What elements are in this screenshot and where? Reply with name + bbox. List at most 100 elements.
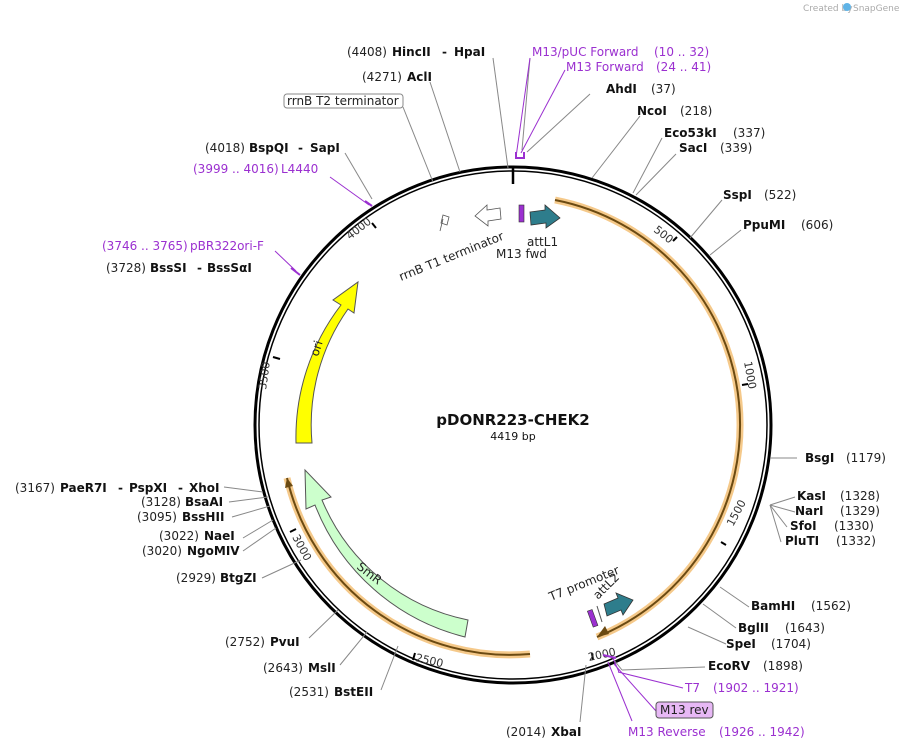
naei-pos: (3022) <box>159 529 199 543</box>
paer7i-label[interactable]: PaeR7I <box>60 481 107 495</box>
sfoi-pos: (1330) <box>834 519 874 533</box>
primer-leaders <box>274 57 684 722</box>
bglii-label[interactable]: BglII <box>738 621 769 635</box>
m13reverse-range: (1926 .. 1942) <box>719 725 805 739</box>
tick-2000: 2000 <box>587 645 617 664</box>
kasi-pos: (1328) <box>840 489 880 503</box>
bsssai-label[interactable]: BssSαI <box>207 261 252 275</box>
bsgi-pos: (1179) <box>846 451 886 465</box>
m13rev-box[interactable] <box>655 701 714 719</box>
bsshii-pos: (3095) <box>137 510 177 524</box>
l4440-label[interactable]: L4440 <box>281 162 318 176</box>
credit-brand: SnapGene <box>853 4 900 14</box>
bsssi-sep: - <box>197 261 202 275</box>
bsteii-label[interactable]: BstEII <box>334 685 373 699</box>
xbai-pos: (2014) <box>506 725 546 739</box>
m13rev-feature <box>586 609 599 628</box>
rrnb-t1-label: rrnB T1 terminator <box>397 229 506 284</box>
bspqi-label[interactable]: BspQI <box>249 141 289 155</box>
bsteii-pos: (2531) <box>289 685 329 699</box>
leader-lines <box>223 57 797 723</box>
t7-promoter-feature <box>596 605 603 623</box>
ppumi-label[interactable]: PpuMI <box>743 218 785 232</box>
m13reverse-label[interactable]: M13 Reverse <box>628 725 706 739</box>
rrnb-t2-feature <box>439 214 450 232</box>
backbone-arc-arrow <box>285 478 293 488</box>
t7-label[interactable]: T7 <box>684 681 700 695</box>
tick-2500: 2500 <box>414 651 444 670</box>
bspqi-pos: (4018) <box>205 141 245 155</box>
ecorv-pos: (1898) <box>763 659 803 673</box>
msli-label[interactable]: MslI <box>308 661 336 675</box>
eco53ki-pos: (337) <box>733 126 765 140</box>
bspqi-sep: - <box>298 141 303 155</box>
ori-label: ori <box>308 339 326 358</box>
ngomiv-pos: (3020) <box>142 544 182 558</box>
primer-marks <box>290 152 617 659</box>
m13rev-box-label: M13 rev <box>660 703 709 717</box>
sapi-label[interactable]: SapI <box>310 141 340 155</box>
pbr322-range: (3746 .. 3765) <box>102 239 188 253</box>
bsshii-label[interactable]: BssHII <box>182 510 224 524</box>
spei-label[interactable]: SpeI <box>726 637 756 651</box>
ncoi-pos: (218) <box>680 104 712 118</box>
nari-label[interactable]: NarI <box>795 504 824 518</box>
sspi-pos: (522) <box>764 188 796 202</box>
pluti-label[interactable]: PluTI <box>785 534 819 548</box>
kasi-label[interactable]: KasI <box>797 489 826 503</box>
attl1-label: attL1 <box>527 235 558 249</box>
pspxi-label[interactable]: PspXI <box>129 481 167 495</box>
hincii-label[interactable]: HincII <box>392 45 431 59</box>
paer7i-pos: (3167) <box>15 481 55 495</box>
msli-pos: (2643) <box>263 661 303 675</box>
acli-label[interactable]: AclI <box>407 70 432 84</box>
bsaai-label[interactable]: BsaAI <box>185 495 223 509</box>
attl2-feature <box>603 592 634 617</box>
acli-pos: (4271) <box>362 70 402 84</box>
paer7i-sep2: - <box>178 481 183 495</box>
sspi-label[interactable]: SspI <box>723 188 752 202</box>
btgzi-label[interactable]: BtgZI <box>220 571 257 585</box>
xbai-label[interactable]: XbaI <box>551 725 581 739</box>
m13fwd-label: M13 fwd <box>496 247 547 261</box>
snapgene-logo-icon <box>843 3 851 11</box>
pvui-label[interactable]: PvuI <box>270 635 300 649</box>
bsgi-label[interactable]: BsgI <box>805 451 834 465</box>
plasmid-size: 4419 bp <box>490 430 535 443</box>
insert-arc <box>554 199 742 638</box>
tick-1000: 1000 <box>741 360 759 390</box>
tick-marks <box>272 222 749 661</box>
rrnb-t2-label: rrnB T2 terminator <box>287 94 399 108</box>
hincii-pos: (4408) <box>347 45 387 59</box>
credit-text: Created by <box>803 4 853 14</box>
sfoi-label[interactable]: SfoI <box>790 519 817 533</box>
hpai-label[interactable]: HpaI <box>454 45 485 59</box>
ncoi-label[interactable]: NcoI <box>637 104 667 118</box>
bsaai-pos: (3128) <box>141 495 181 509</box>
pbr322-label[interactable]: pBR322ori-F <box>190 239 264 253</box>
pvui-pos: (2752) <box>225 635 265 649</box>
ecorv-label[interactable]: EcoRV <box>708 659 751 673</box>
hincii-sep: - <box>442 45 447 59</box>
bamhi-label[interactable]: BamHI <box>751 599 795 613</box>
bsssi-label[interactable]: BssSI <box>150 261 187 275</box>
xhoi-label[interactable]: XhoI <box>189 481 220 495</box>
m13fwd-outer-label[interactable]: M13 Forward <box>566 60 644 74</box>
ahdi-pos: (37) <box>651 82 676 96</box>
ngomiv-label[interactable]: NgoMIV <box>187 544 240 558</box>
l4440-range: (3999 .. 4016) <box>193 162 279 176</box>
backbone-outer-strand <box>253 165 773 685</box>
spei-pos: (1704) <box>771 637 811 651</box>
rrnb-t2-box <box>283 93 404 109</box>
smr-feature <box>304 468 469 638</box>
insert-arrow-head <box>597 626 609 637</box>
ahdi-label[interactable]: AhdI <box>606 82 637 96</box>
m13puc-range: (10 .. 32) <box>654 45 709 59</box>
naei-label[interactable]: NaeI <box>204 529 235 543</box>
m13fwd-feature <box>518 204 525 223</box>
eco53ki-label[interactable]: Eco53kI <box>664 126 717 140</box>
saci-label[interactable]: SacI <box>679 141 707 155</box>
rrnb-t1-feature <box>474 204 502 227</box>
m13puc-label[interactable]: M13/pUC Forward <box>532 45 639 59</box>
